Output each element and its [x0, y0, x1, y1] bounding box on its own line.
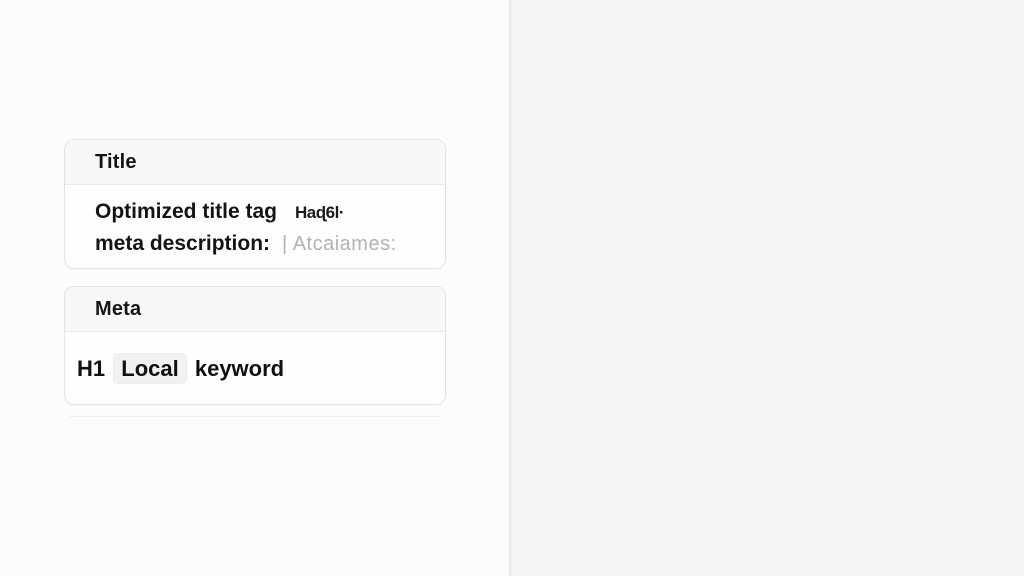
garbled-text-2: | Atcaiames:	[282, 233, 397, 255]
h1-label: H1	[77, 356, 106, 381]
vertical-panel-divider	[509, 0, 511, 576]
title-card-header: Title	[65, 140, 445, 185]
left-panel: Title Optimized title tag Haɖ6l· meta des…	[0, 0, 510, 576]
meta-card-header: Meta	[65, 287, 445, 332]
title-card-body: Optimized title tag Haɖ6l· meta descripti…	[65, 185, 445, 272]
title-card: Title Optimized title tag Haɖ6l· meta des…	[64, 139, 446, 269]
meta-card: Meta H1 Local keyword	[64, 286, 446, 405]
meta-description-text: meta description:	[95, 232, 271, 255]
garbled-text-1: Haɖ6l·	[295, 203, 344, 222]
right-panel: {@type: "LocalBusiness" { Address"; Addr…	[511, 0, 1024, 576]
h1-keyword-line: H1 Local keyword	[77, 353, 429, 384]
divider-line-under-cards	[70, 416, 440, 417]
title-card-line2: meta description: | Atcaiames:	[95, 228, 429, 260]
local-highlight: Local	[114, 354, 186, 383]
meta-card-body: H1 Local keyword	[65, 332, 445, 396]
keyword-text: keyword	[194, 356, 285, 381]
title-card-line1: Optimized title tag Haɖ6l·	[95, 196, 429, 228]
meta-card-header-label: Meta	[95, 297, 142, 320]
optimized-title-tag-text: Optimized title tag	[95, 200, 278, 223]
title-card-header-label: Title	[95, 150, 137, 173]
